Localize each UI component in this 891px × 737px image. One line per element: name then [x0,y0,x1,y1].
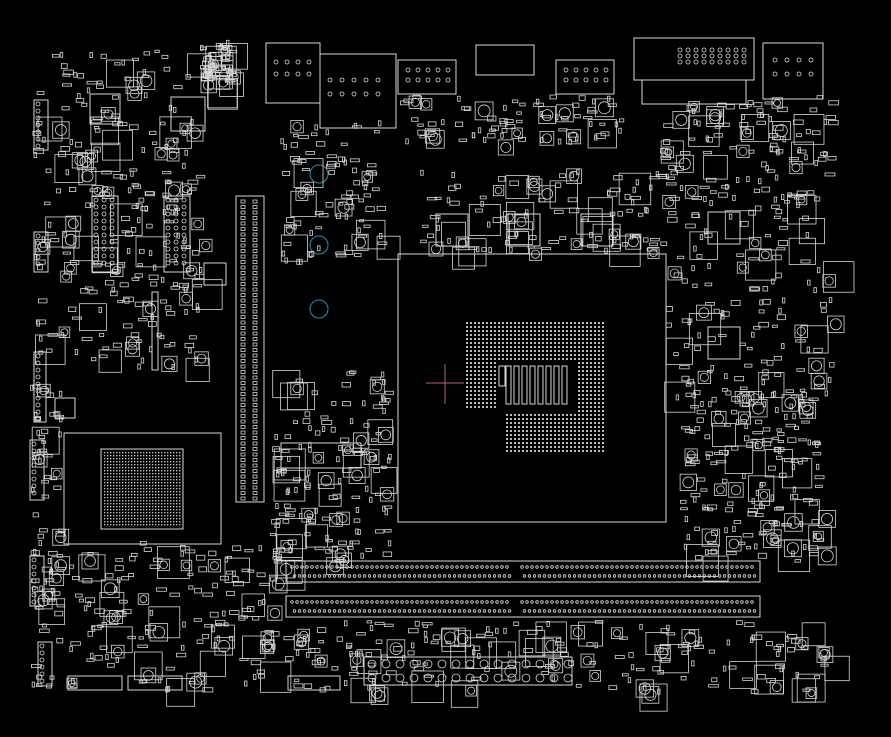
vertical-header[interactable] [235,195,265,503]
smd-components [29,39,855,712]
chipset-bga[interactable] [63,432,222,545]
mounting-holes [309,164,329,319]
cursor-crosshair [426,364,464,404]
dimm-slot-a[interactable] [285,560,761,583]
dimm-slot-b[interactable] [285,595,761,618]
rear-io-connectors[interactable] [265,37,824,129]
cpu-socket[interactable] [397,253,667,523]
